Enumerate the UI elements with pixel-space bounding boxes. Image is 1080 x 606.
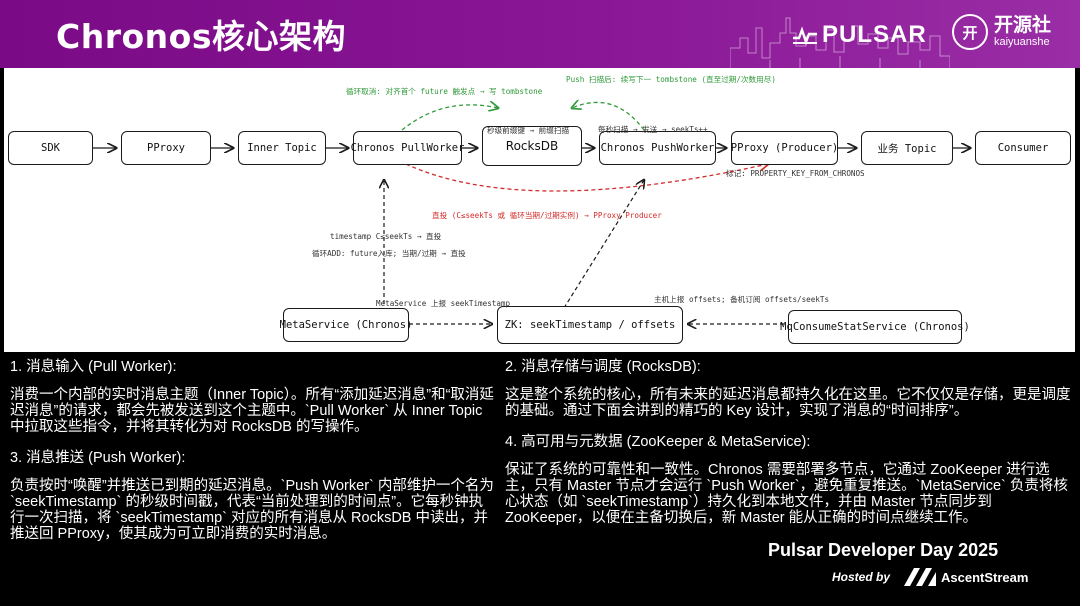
node-consumer: Consumer — [975, 131, 1071, 165]
label-loop-cancel: 循环取消: 对齐首个 future 触发点 → 写 tombstone — [346, 87, 543, 96]
label-ts-direct: timestamp C≤seekTs → 直投 — [330, 232, 442, 241]
section-2-heading: 2. 消息存储与调度 (RocksDB): — [505, 359, 701, 375]
architecture-diagram: SDK PProxy Inner Topic Chronos PullWorke… — [4, 68, 1075, 352]
label-meta-report: MetaService 上报 seekTimestamp — [376, 299, 511, 308]
section-1-body: 消费一个内部的实时消息主题（Inner Topic）。所有“添加延迟消息”和“取… — [10, 387, 494, 435]
red-direct-delivery — [405, 164, 768, 192]
kaiyuanshe-en-name: kaiyuanshe — [994, 36, 1050, 48]
label-mark: 标记: PROPERTY_KEY_FROM_CHRONOS — [726, 169, 865, 178]
node-rocksdb: RocksDB — [482, 126, 582, 166]
label-second-key: 秒级前缀键 → 前缀扫描 — [487, 126, 570, 135]
node-pproxy-producer: PProxy (Producer) — [731, 131, 838, 165]
left-column: 1. 消息输入 (Pull Worker): 消费一个内部的实时消息主题（Inn… — [10, 358, 495, 556]
label-scan-per-sec: 每秒扫描 → 发送 → seekTs++ — [598, 125, 708, 134]
kaiyuanshe-cn-name: 开源社 — [994, 14, 1052, 36]
right-column: 2. 消息存储与调度 (RocksDB): 这是整个系统的核心，所有未来的延迟消… — [505, 358, 1073, 540]
node-biz-topic: 业务 Topic — [861, 131, 953, 165]
label-master-report: 主机上报 offsets; 备机订阅 offsets/seekTs — [654, 295, 830, 304]
pulsar-logo-icon — [793, 26, 817, 46]
node-zk: ZK: seekTimestamp / offsets — [497, 306, 683, 344]
node-inner-topic: Inner Topic — [238, 131, 326, 165]
node-pull-worker: Chronos PullWorker — [351, 131, 464, 165]
zk-to-pushworker — [563, 180, 644, 309]
kaiyuanshe-logo: 开 开源社 kaiyuanshe — [952, 14, 1051, 50]
pulsar-logo-text: PULSAR — [822, 21, 927, 48]
node-meta-service: MetaService (Chronos) — [280, 308, 412, 342]
node-pproxy: PProxy — [121, 131, 211, 165]
label-direct-deliver: 直投 (C≤seekTs 或 循环当期/过期实例) → PProxy Produ… — [432, 211, 662, 220]
pulsar-logo: PULSAR — [792, 18, 927, 52]
diagram-connectors — [93, 68, 1075, 352]
header-banner: Chronos核心架构 PULSAR 开 开源社 kaiyuanshe — [0, 0, 1080, 68]
hosted-by-block: Hosted by AscentStream — [832, 568, 1028, 586]
section-2-body: 这是整个系统的核心，所有未来的延迟消息都持久化在这里。它不仅仅是存储，更是调度的… — [505, 387, 1071, 419]
node-sdk: SDK — [8, 131, 93, 165]
green-loop-cancel — [401, 105, 498, 131]
green-loop-push — [572, 102, 645, 131]
section-1-heading: 1. 消息输入 (Pull Worker): — [10, 359, 177, 375]
ascentstream-logo-icon — [904, 568, 937, 586]
label-loop-add: 循环ADD: future入库; 当期/过期 → 直投 — [312, 249, 466, 258]
event-name: Pulsar Developer Day 2025 — [768, 540, 999, 560]
section-3-heading: 3. 消息推送 (Push Worker): — [10, 450, 186, 466]
hosted-by-label: Hosted by — [832, 570, 891, 584]
kaiyuanshe-mark-icon: 开 — [952, 14, 988, 50]
section-4-body: 保证了系统的可靠性和一致性。Chronos 需要部署多节点，它通过 ZooKee… — [505, 462, 1068, 526]
city-skyline-graphic — [730, 17, 950, 68]
node-mq-consume: MqConsumeStatService (Chronos) — [780, 310, 970, 344]
label-push-after-scan: Push 扫描后: 续写下一 tombstone (直至过期/次数用尽) — [566, 75, 776, 84]
description-panel: 1. 消息输入 (Pull Worker): 消费一个内部的实时消息主题（Inn… — [0, 352, 1080, 606]
section-4-heading: 4. 高可用与元数据 (ZooKeeper & MetaService): — [505, 434, 811, 450]
page-title: Chronos核心架构 — [56, 17, 346, 56]
section-3-body: 负责按时“唤醒”并推送已到期的延迟消息。`Push Worker` 内部维护一个… — [10, 478, 494, 542]
sponsor-name: AscentStream — [941, 569, 1029, 585]
node-push-worker: Chronos PushWorker — [599, 131, 716, 165]
